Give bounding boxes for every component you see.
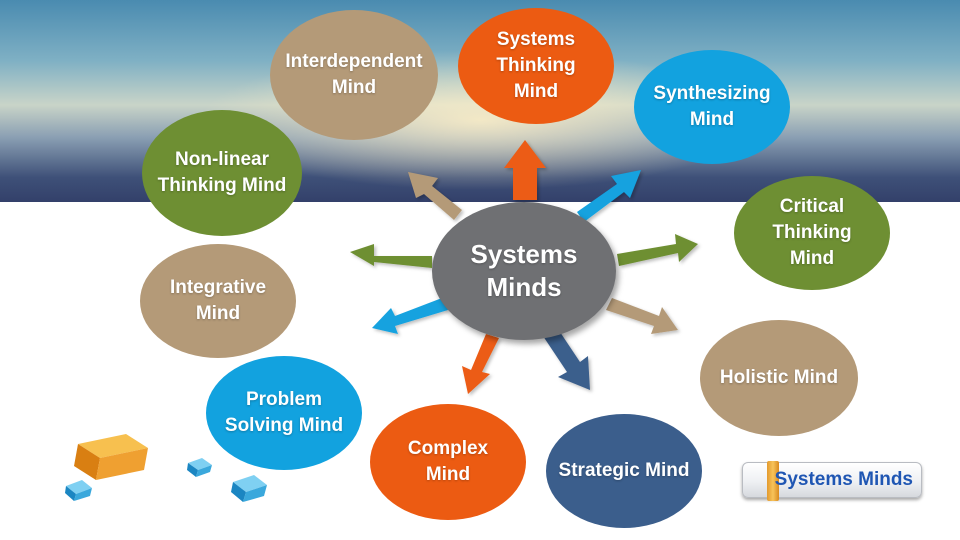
node-critical-thinking-label: Critical Thinking Mind	[772, 196, 852, 269]
node-non-linear-label: Non-linear Thinking Mind	[157, 149, 287, 196]
arrow-to-synthesizing	[577, 170, 641, 222]
center-node-systems-minds: Systems Minds	[432, 202, 616, 340]
decorative-cube-blue-small-2	[187, 458, 212, 477]
arrow-to-problem-solving	[372, 298, 448, 334]
node-holistic-label: Holistic Mind	[719, 367, 839, 388]
node-interdependent-mind: Interdependent Mind	[270, 10, 438, 140]
node-problem-solving-mind: Problem Solving Mind	[206, 356, 362, 470]
node-strategic-mind: Strategic Mind	[546, 414, 702, 528]
node-synthesizing-mind: Synthesizing Mind	[634, 50, 790, 164]
node-complex-mind: Complex Mind	[370, 404, 526, 520]
node-complex-label: Complex Mind	[407, 438, 489, 485]
decorative-cube-orange	[74, 434, 148, 480]
decorative-cube-blue-small-1	[65, 480, 92, 501]
node-critical-thinking-mind: Critical Thinking Mind	[734, 176, 890, 290]
node-interdependent-label: Interdependent Mind	[285, 51, 423, 98]
decorative-cube-blue-medium	[231, 475, 267, 502]
node-systems-thinking-label: Systems Thinking Mind	[496, 29, 576, 102]
systems-minds-logo: Systems Minds	[742, 461, 922, 501]
node-integrative-mind: Integrative Mind	[140, 244, 296, 358]
arrow-to-holistic	[606, 298, 678, 334]
logo-tab-accent	[767, 461, 779, 501]
arrow-to-strategic	[543, 326, 590, 390]
node-holistic-mind: Holistic Mind	[700, 320, 858, 436]
node-systems-thinking-mind: Systems Thinking Mind	[458, 8, 614, 124]
arrow-to-systems-thinking	[504, 140, 546, 200]
node-integrative-label: Integrative Mind	[169, 277, 267, 324]
center-node-label: Systems Minds	[470, 239, 578, 302]
node-problem-solving-label: Problem Solving Mind	[224, 389, 344, 436]
node-strategic-label: Strategic Mind	[558, 460, 690, 481]
node-non-linear-thinking-mind: Non-linear Thinking Mind	[142, 110, 302, 236]
node-synthesizing-label: Synthesizing Mind	[653, 83, 771, 130]
logo-label: Systems Minds	[774, 469, 913, 490]
arrow-to-complex	[462, 334, 499, 394]
arrow-to-interdependent	[408, 172, 462, 220]
arrow-to-critical-thinking	[617, 234, 698, 266]
arrow-to-non-linear	[350, 244, 432, 268]
